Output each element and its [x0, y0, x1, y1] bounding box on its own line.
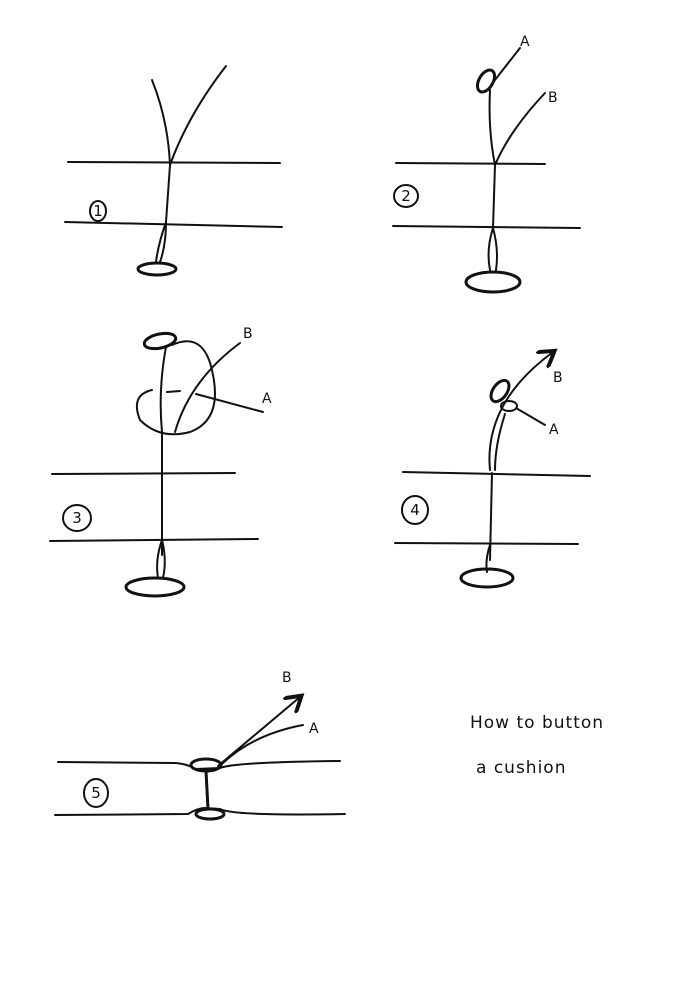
thread-strand — [204, 769, 210, 811]
step-5: B A 5 — [54, 670, 346, 821]
needle-loop — [155, 221, 167, 263]
thread-b-arrow — [488, 352, 553, 471]
step-number: 5 — [91, 784, 101, 802]
cushion-bottom-line — [49, 538, 259, 542]
thread-b — [494, 92, 546, 166]
thread-loop — [136, 340, 216, 436]
thread-a — [218, 724, 304, 768]
step-number: 4 — [410, 501, 420, 519]
step-1: 1 — [64, 65, 283, 277]
needle-loop — [487, 227, 498, 271]
cushion-bottom-line — [392, 225, 581, 229]
step-number-circle — [62, 504, 92, 532]
label-a: A — [262, 391, 272, 407]
thread-strand — [151, 79, 171, 223]
cushion-top-line — [57, 760, 341, 770]
diagram-title-line-2: a cushion — [476, 758, 567, 778]
needle-loop — [156, 539, 166, 579]
step-2: A B 2 — [392, 34, 581, 294]
cushion-bottom-line — [394, 542, 579, 545]
thread-a — [515, 407, 546, 426]
step-4: B A 4 — [394, 352, 591, 589]
thread-strand — [494, 413, 506, 471]
cushion-top-line — [402, 471, 591, 477]
label-a: A — [549, 422, 559, 438]
step-number-circle — [89, 200, 107, 222]
thread-b — [174, 342, 241, 433]
cushion-bottom-line — [64, 221, 283, 228]
button — [464, 270, 522, 294]
thread-loop — [166, 390, 181, 393]
label-a: A — [520, 34, 530, 50]
button — [459, 567, 515, 589]
label-a: A — [309, 721, 319, 737]
label-b: B — [548, 90, 558, 106]
button — [136, 261, 178, 277]
diagram-title-line-1: How to button — [470, 713, 605, 733]
label-b: B — [282, 670, 292, 686]
step-number: 1 — [93, 202, 103, 220]
bottom-button — [194, 807, 226, 821]
thread-strand — [485, 472, 493, 573]
step-number: 2 — [401, 187, 411, 205]
thread-wrap — [500, 400, 518, 412]
cushion-top-line — [395, 162, 546, 165]
step-number-circle — [83, 778, 109, 808]
cushion-top-line — [51, 472, 236, 475]
label-b: B — [553, 370, 563, 386]
button — [142, 331, 178, 351]
step-number: 3 — [72, 509, 82, 527]
button — [124, 576, 186, 598]
step-number-circle — [393, 184, 419, 208]
thread-strand — [488, 89, 496, 229]
label-b: B — [243, 326, 253, 342]
thread-a — [195, 393, 264, 413]
thread-strand — [169, 65, 227, 166]
thread-strand — [159, 346, 167, 556]
step-number-circle — [401, 495, 429, 525]
cushion-top-line — [67, 161, 281, 164]
thread-a — [490, 47, 521, 86]
step-3: B A 3 — [49, 326, 272, 598]
button — [489, 378, 511, 404]
